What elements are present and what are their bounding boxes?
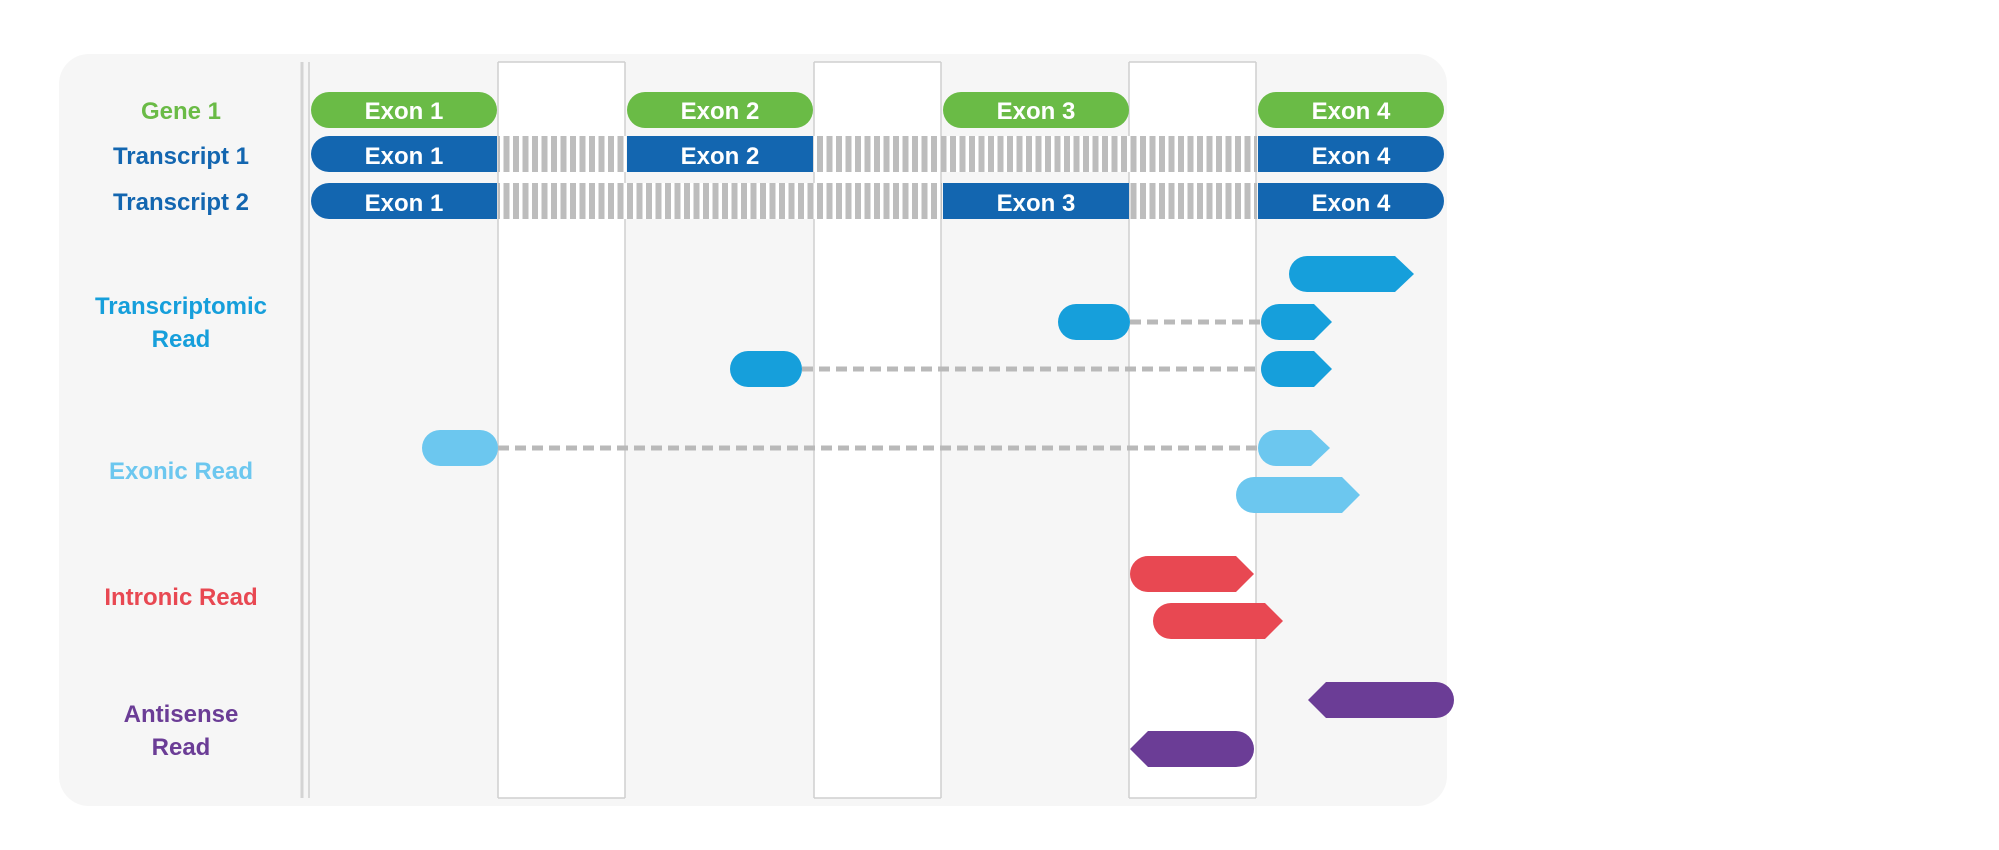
transcript-2-exon-1 — [311, 183, 497, 219]
transcriptomic-read-1 — [1289, 256, 1414, 292]
intronic-read-1 — [1130, 556, 1254, 592]
transcript-2-exon-4-label: Exon 4 — [1312, 190, 1391, 217]
antisense-reads — [1130, 682, 1454, 767]
exonic-read-1-right — [1258, 430, 1330, 466]
transcript-1-exon-4-label: Exon 4 — [1312, 143, 1391, 170]
transcript-2-intron-2 — [1130, 183, 1257, 219]
gene-exon-4 — [1258, 92, 1444, 128]
transcript-1-exon-1-label: Exon 1 — [365, 143, 444, 170]
exonic-reads — [422, 430, 1360, 513]
transcript-2-exon-3-label: Exon 3 — [997, 190, 1076, 217]
intron-column-1 — [498, 62, 625, 798]
intronic-reads — [1130, 556, 1283, 639]
label-gene-1: Gene 1 — [141, 98, 221, 125]
transcript-1-exon-4 — [1258, 136, 1444, 172]
label-antisense-read-line2: Read — [152, 734, 211, 761]
row-labels: Gene 1 Transcript 1 Transcript 2 Transcr… — [95, 98, 267, 761]
gene-1-row: Exon 1 Exon 2 Exon 3 Exon 4 — [311, 92, 1444, 128]
transcript-2-exon-1-label: Exon 1 — [365, 190, 444, 217]
transcriptomic-reads — [730, 256, 1414, 387]
transcript-2-exon-4 — [1258, 183, 1444, 219]
label-transcript-2: Transcript 2 — [113, 189, 249, 216]
transcript-2-exon-3 — [943, 183, 1129, 219]
diagram-panel — [59, 54, 1447, 806]
transcriptomic-read-3-left — [730, 351, 802, 387]
gene-exon-1-label: Exon 1 — [365, 98, 444, 125]
transcript-1-exon-2-label: Exon 2 — [681, 143, 760, 170]
transcript-1-exon-2 — [627, 136, 813, 172]
label-intronic-read: Intronic Read — [104, 584, 257, 611]
transcriptomic-read-2-left — [1058, 304, 1130, 340]
transcript-1-exon-1 — [311, 136, 497, 172]
gene-exon-3-label: Exon 3 — [997, 98, 1076, 125]
gene-exon-2-label: Exon 2 — [681, 98, 760, 125]
intronic-read-2 — [1153, 603, 1283, 639]
transcript-1-intron-1 — [498, 136, 626, 172]
antisense-read-2 — [1130, 731, 1254, 767]
exonic-read-2 — [1236, 477, 1360, 513]
intron-columns — [498, 62, 1256, 798]
label-transcriptomic-read-line1: Transcriptomic — [95, 293, 267, 320]
label-antisense-read-line1: Antisense — [124, 701, 239, 728]
exonic-read-1-left — [422, 430, 498, 466]
transcript-1-row: Exon 1 Exon 2 Exon 4 — [311, 136, 1444, 172]
transcriptomic-read-2-right — [1261, 304, 1332, 340]
transcript-1-intron-2 — [814, 136, 1257, 172]
label-exonic-read: Exonic Read — [109, 458, 253, 485]
gene-exon-2 — [627, 92, 813, 128]
transcriptomic-read-3-right — [1261, 351, 1332, 387]
exon-boundary-lines — [300, 61, 1257, 799]
label-transcript-1: Transcript 1 — [113, 143, 249, 170]
gene-exon-4-label: Exon 4 — [1312, 98, 1391, 125]
antisense-read-1 — [1308, 682, 1454, 718]
gene-exon-1 — [311, 92, 497, 128]
gene-exon-3 — [943, 92, 1129, 128]
transcript-2-row: Exon 1 Exon 3 Exon 4 — [311, 183, 1444, 219]
intron-column-2 — [814, 62, 941, 798]
transcript-2-intron-1 — [498, 183, 942, 219]
label-transcriptomic-read-line2: Read — [152, 326, 211, 353]
junction-lines — [498, 319, 1262, 451]
intron-column-3 — [1129, 62, 1256, 798]
